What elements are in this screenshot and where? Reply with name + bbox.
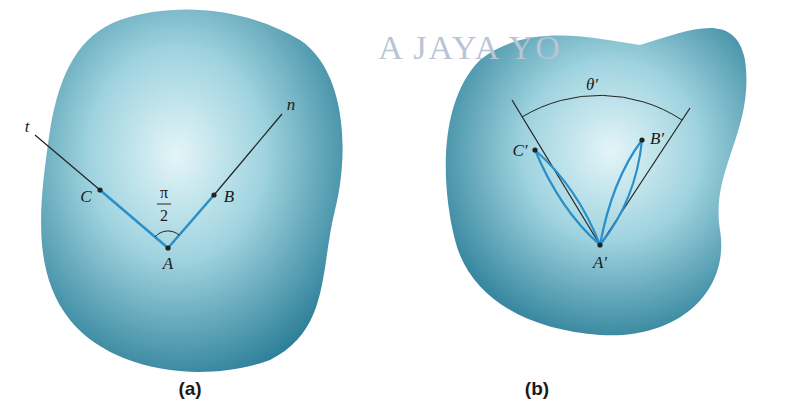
point-label: A bbox=[163, 255, 173, 272]
segment-ac bbox=[100, 190, 168, 248]
axis-label: t bbox=[25, 118, 30, 135]
point-label: C bbox=[80, 188, 91, 205]
curved-segment-ac bbox=[535, 150, 600, 245]
curved-segment-ab bbox=[600, 140, 642, 245]
point-label: C′ bbox=[512, 142, 527, 159]
deformed-body bbox=[446, 28, 747, 335]
point-a-prime bbox=[597, 242, 602, 247]
figure-caption: (b) bbox=[525, 379, 549, 398]
point-label: B bbox=[224, 188, 234, 205]
tangent-line bbox=[512, 100, 600, 245]
segment-ab bbox=[168, 195, 214, 248]
curved-segment-ab bbox=[600, 140, 642, 245]
point-b bbox=[211, 192, 216, 197]
point-a bbox=[165, 245, 170, 250]
undeformed-body bbox=[41, 10, 343, 372]
right-angle-arc bbox=[155, 231, 179, 237]
angle-label: θ′ bbox=[586, 76, 598, 93]
angle-arc bbox=[522, 95, 682, 120]
angle-denominator: 2 bbox=[160, 208, 168, 224]
point-label: A′ bbox=[593, 254, 607, 271]
point-c bbox=[97, 187, 102, 192]
n-axis bbox=[214, 114, 282, 195]
point-c-prime bbox=[532, 147, 537, 152]
angle-numerator: π bbox=[160, 185, 168, 201]
fraction-bar bbox=[157, 204, 171, 205]
t-axis bbox=[35, 135, 100, 190]
curved-segment-ac bbox=[535, 150, 600, 245]
figure-caption: (a) bbox=[178, 379, 201, 398]
point-label: B′ bbox=[650, 130, 664, 147]
axis-label: n bbox=[287, 96, 296, 113]
watermark: A JAYA YO bbox=[378, 31, 562, 65]
point-b-prime bbox=[639, 137, 644, 142]
tangent-line bbox=[600, 108, 690, 245]
